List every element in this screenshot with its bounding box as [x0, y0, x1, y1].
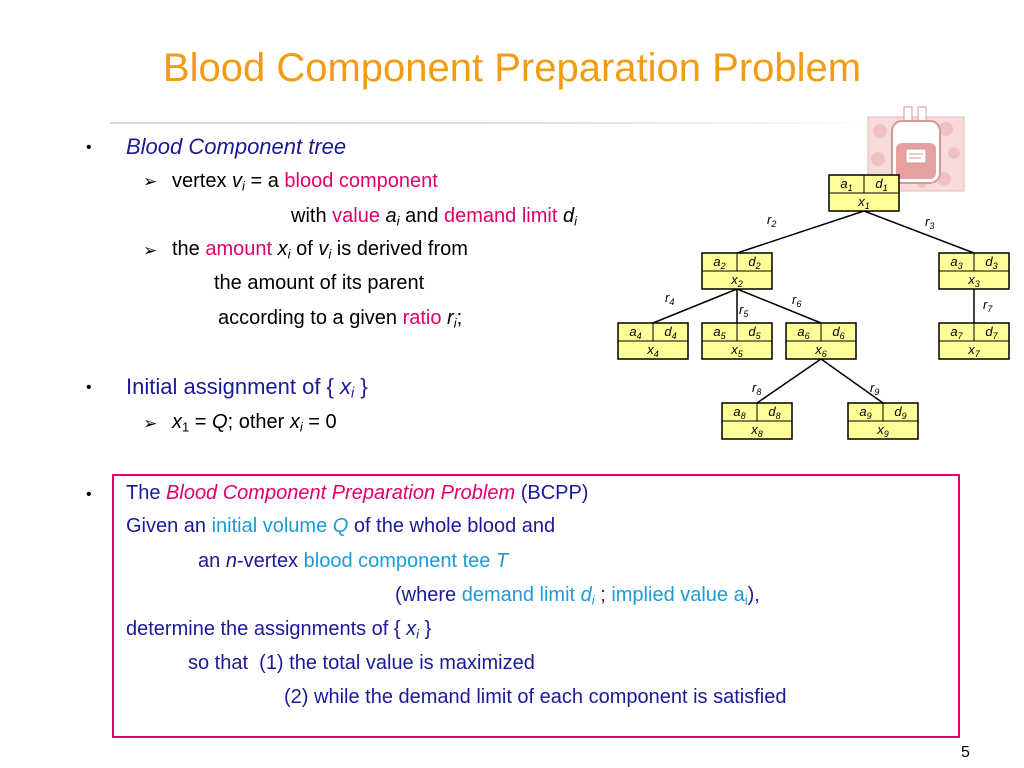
tree-edge [756, 358, 822, 404]
node-demand-d: d1 [875, 176, 887, 193]
node-amount-x: x7 [967, 342, 981, 359]
slide-title: Blood Component Preparation Problem [162, 46, 862, 90]
bcpp-given-line: Given an initial volume Q of the whole b… [126, 515, 556, 537]
node-value-a: a1 [840, 176, 852, 193]
node-value-a: a9 [859, 404, 871, 421]
amount-derived: the amount xi of vi is derived from [172, 238, 468, 262]
edge-label-r4: r4 [665, 290, 674, 307]
edge-label-r8: r8 [752, 380, 761, 397]
amount-ratio: according to a given ratio ri; [218, 307, 463, 331]
tree-node-4: a4 d4 x4 [617, 322, 689, 360]
blood-bag-icon [867, 106, 965, 192]
tree-edge [736, 288, 822, 324]
tree-node-3: a3 d3 x3 [938, 252, 1010, 290]
edge-label-r5: r5 [739, 302, 749, 319]
node-amount-x: x2 [730, 272, 743, 289]
node-value-a: a5 [713, 324, 726, 341]
arrow-bullet: ➢ [143, 172, 158, 191]
edge-label-r3: r3 [925, 214, 934, 231]
node-demand-d: d2 [748, 254, 760, 271]
vertex-definition: vertex vi = a blood component [172, 170, 438, 194]
node-value-a: a8 [733, 404, 745, 421]
node-amount-x: x8 [750, 422, 763, 439]
edge-label-r2: r2 [767, 212, 776, 229]
node-value-a: a4 [629, 324, 641, 341]
node-amount-x: x1 [857, 194, 870, 211]
node-value-a: a7 [950, 324, 963, 341]
initial-values: x1 = Q; other xi = 0 [172, 411, 337, 435]
tree-edge [736, 210, 865, 254]
bcpp-where-line: (where demand limit di ; implied value a… [395, 584, 760, 608]
edge-label-r6: r6 [792, 292, 801, 309]
node-demand-d: d4 [664, 324, 676, 341]
arrow-bullet: ➢ [143, 414, 158, 433]
node-amount-x: x5 [730, 342, 744, 359]
node-demand-d: d5 [748, 324, 761, 341]
bullet-blood-component-tree: Blood Component tree [126, 134, 347, 159]
bcpp-determine-line: determine the assignments of { xi } [126, 618, 432, 642]
node-amount-x: x4 [646, 342, 659, 359]
node-demand-d: d3 [985, 254, 997, 271]
node-demand-d: d8 [768, 404, 780, 421]
edge-label-r9: r9 [870, 380, 879, 397]
vertex-value-demand: with value ai and demand limit di [291, 205, 577, 229]
node-amount-x: x3 [967, 272, 980, 289]
title-underline [110, 122, 880, 124]
bullet-dot: • [86, 139, 92, 156]
node-amount-x: x6 [814, 342, 827, 359]
edge-label-r7: r7 [983, 297, 993, 314]
bcpp-tree-line: an n-vertex blood component tee T [198, 550, 509, 572]
tree-edge [863, 210, 975, 254]
bcpp-condition-2: (2) while the demand limit of each compo… [284, 686, 787, 708]
bullet-dot: • [86, 379, 92, 396]
tree-node-2: a2 d2 x2 [701, 252, 773, 290]
tree-node-8: a8 d8 x8 [721, 402, 793, 440]
bullet-initial-assignment: Initial assignment of { xi } [126, 374, 368, 402]
bcpp-definition-box [112, 474, 960, 738]
page-number: 5 [961, 744, 970, 761]
tree-node-1: a1 d1 x1 [828, 174, 900, 212]
amount-parent: the amount of its parent [214, 272, 425, 294]
tree-node-6: a6 d6 x6 [785, 322, 857, 360]
node-demand-d: d9 [894, 404, 906, 421]
tree-node-9: a9 d9 x9 [847, 402, 919, 440]
node-value-a: a2 [713, 254, 725, 271]
arrow-bullet: ➢ [143, 241, 158, 260]
node-demand-d: d7 [985, 324, 998, 341]
node-value-a: a6 [797, 324, 809, 341]
node-demand-d: d6 [832, 324, 844, 341]
node-value-a: a3 [950, 254, 962, 271]
bcpp-condition-1: so that (1) the total value is maximized [188, 652, 535, 674]
node-amount-x: x9 [876, 422, 889, 439]
tree-edge [652, 288, 738, 324]
tree-edge [820, 358, 884, 404]
bullet-dot: • [86, 486, 92, 503]
bcpp-title-line: The Blood Component Preparation Problem … [126, 482, 589, 504]
